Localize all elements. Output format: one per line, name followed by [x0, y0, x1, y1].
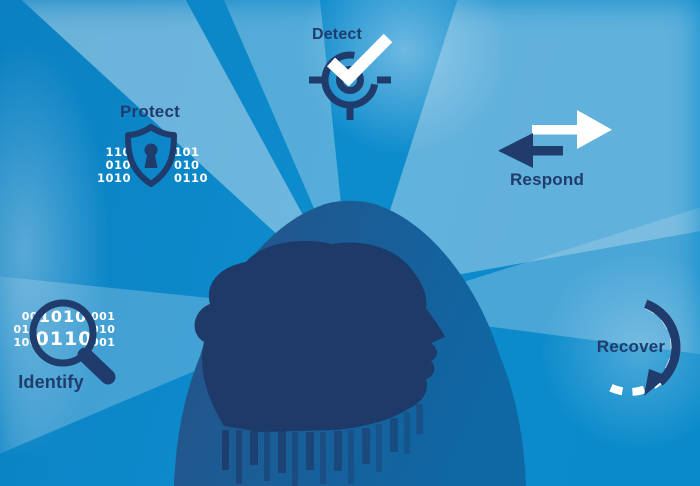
exchange-arrows-icon: [498, 110, 612, 168]
identify-lens-binary-top: 1010: [38, 307, 88, 326]
recover-label: Recover: [596, 337, 666, 356]
protect-binary-left: 110 010 1010: [96, 145, 131, 185]
identify-label: Identify: [18, 372, 84, 392]
magnifier-binary-icon: [29, 299, 116, 385]
respond-label: Respond: [509, 170, 585, 189]
protect-label: Protect: [120, 102, 180, 121]
glow-left-edge: [0, 40, 110, 460]
identify-lens-binary-bottom: 0110: [35, 328, 93, 350]
circular-refresh-arrow-icon: [609, 299, 681, 396]
detect-label: Detect: [311, 26, 363, 43]
shield-keyhole-icon: [125, 124, 177, 187]
protect-binary-right: 101 010 0110: [174, 145, 209, 185]
data-stream-streaks: [222, 404, 423, 486]
target-checkmark-icon: [309, 33, 393, 120]
human-head-profile-silhouette: [174, 200, 526, 486]
head-profile-shape: [194, 240, 445, 432]
identify-binary-right: 001 010 001: [91, 310, 116, 349]
